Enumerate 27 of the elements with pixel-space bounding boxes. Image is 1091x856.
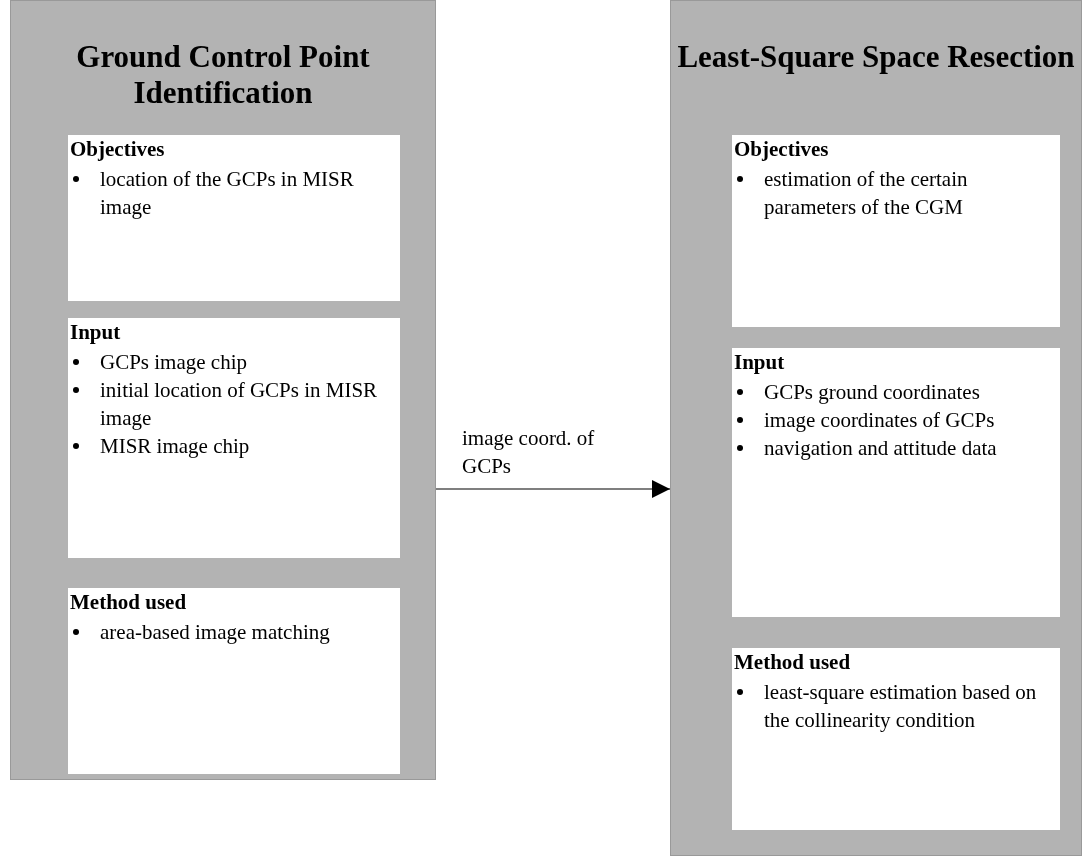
- bullet-item: MISR image chip: [72, 432, 396, 460]
- content-box: [732, 648, 1060, 830]
- section-heading: Objectives: [734, 137, 830, 161]
- group-panel: [670, 0, 1082, 856]
- bullet-item: area-based image matching: [72, 618, 396, 646]
- section-heading: Method used: [734, 650, 852, 674]
- content-box: [732, 348, 1060, 617]
- panel-title: Ground Control Point Identification: [75, 39, 371, 111]
- bullet-item: least-square estimation based on the collinearity condition: [736, 678, 1056, 734]
- edge-label: image coord. of GCPs: [462, 425, 596, 480]
- bullet-item: estimation of the certain parameters of the CGM: [736, 165, 1056, 221]
- section-heading: Objectives: [70, 137, 166, 161]
- bullet-item: initial location of GCPs in MISR image: [72, 376, 396, 432]
- section-heading: Method used: [70, 590, 188, 614]
- bullet-item: GCPs image chip: [72, 348, 396, 376]
- content-box: [732, 135, 1060, 327]
- content-box: [68, 318, 400, 558]
- content-box: [68, 135, 400, 301]
- bullet-item: location of the GCPs in MISR image: [72, 165, 396, 221]
- bullet-item: image coordinates of GCPs: [736, 406, 1056, 434]
- section-heading: Input: [734, 350, 786, 374]
- group-panel: [10, 0, 436, 780]
- section-heading: Input: [70, 320, 122, 344]
- bullet-item: navigation and attitude data: [736, 434, 1056, 462]
- bullet-item: GCPs ground coordinates: [736, 378, 1056, 406]
- content-box: [68, 588, 400, 774]
- panel-title: Least-Square Space Resection: [676, 39, 1076, 75]
